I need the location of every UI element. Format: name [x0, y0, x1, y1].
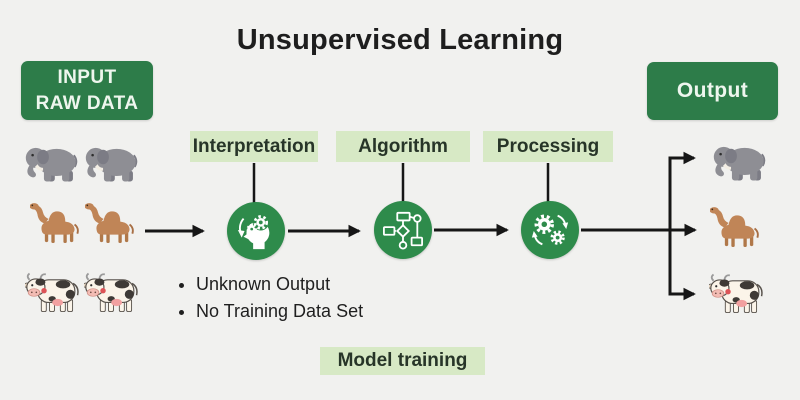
stage-label-algorithm: Algorithm [336, 131, 470, 162]
output-box: Output [647, 62, 778, 120]
input-box-line2: RAW DATA [35, 92, 139, 114]
gears-icon [531, 214, 569, 246]
input-cow-icon [84, 272, 138, 313]
input-camel-icon [30, 202, 79, 244]
processing-circle [521, 201, 579, 259]
output-elephant-icon [712, 146, 766, 182]
input-box-line1: INPUT [57, 67, 117, 89]
input-elephant-icon [84, 147, 138, 183]
note-no-training-data: No Training Data Set [196, 301, 363, 322]
interpretation-circle [227, 202, 285, 260]
output-cow-icon [709, 273, 763, 314]
input-raw-data-box: INPUT RAW DATA [21, 61, 153, 120]
model-training-label: Model training [320, 347, 485, 375]
output-box-label: Output [676, 79, 749, 102]
algorithm-circle [374, 201, 432, 259]
notes-list: Unknown Output No Training Data Set [176, 274, 363, 328]
note-unknown-output: Unknown Output [196, 274, 363, 295]
input-elephant-icon [24, 147, 78, 183]
input-camel-icon [85, 202, 134, 244]
flowchart-icon [383, 211, 423, 250]
page-title: Unsupervised Learning [236, 24, 564, 56]
input-cow-icon [25, 272, 79, 313]
output-camel-icon [710, 206, 759, 248]
stage-label-processing: Processing [483, 131, 613, 162]
head-gears-icon [237, 214, 270, 250]
stage-label-interpretation: Interpretation [190, 131, 318, 162]
